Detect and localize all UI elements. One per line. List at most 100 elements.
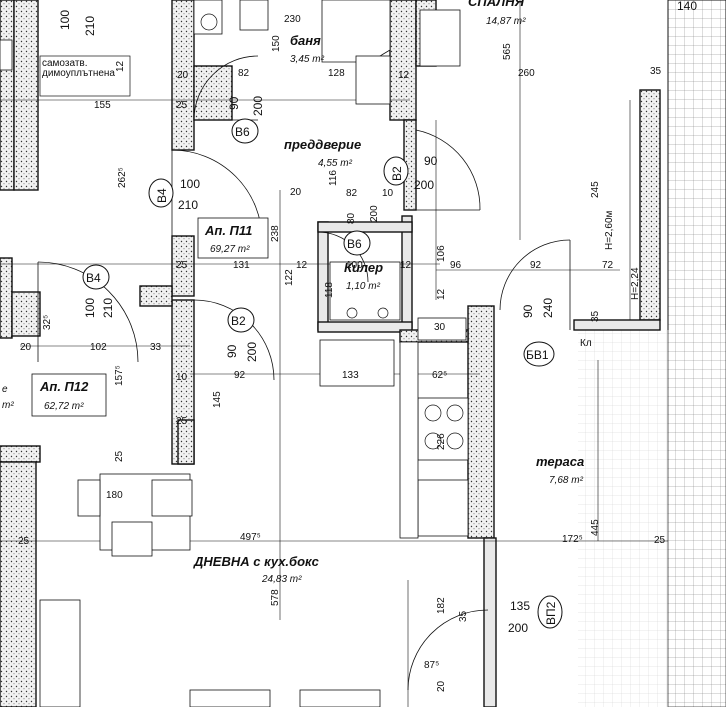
room-storage-area: 1,10 m²	[346, 281, 381, 292]
dim: 12	[398, 70, 410, 81]
bathtub	[321, 0, 391, 63]
dim: 210	[178, 198, 198, 212]
apt-p11-name: Ап. П11	[204, 223, 252, 238]
door-swing-p12	[37, 261, 139, 363]
dim: 200	[414, 178, 434, 192]
room-bedroom-area: 14,87 m²	[486, 16, 526, 27]
dim: 122	[284, 269, 295, 286]
dim: 210	[83, 16, 97, 36]
dim: 12	[400, 260, 412, 271]
roof-tiles	[578, 0, 726, 707]
room-living-name: ДНЕВНА с кух.бокс	[193, 554, 320, 569]
dim: 260	[518, 68, 535, 79]
room-bath-name: баня	[290, 33, 321, 48]
dim: 100	[83, 298, 97, 318]
dim: 157⁵	[114, 365, 125, 386]
kitchen-counter-top	[417, 317, 467, 341]
note-smoke-sealed: димоуплътнена	[42, 68, 115, 79]
room-storage-name: Килер	[344, 260, 383, 275]
tag-b2-hall: B2	[390, 166, 404, 181]
note-h260: H=2,60м	[604, 210, 615, 250]
dim: 118	[324, 282, 335, 298]
door-tags: B6 B6 B4 B4 B2 B2 БВ1 ВП2	[82, 118, 563, 629]
dim: 90	[424, 154, 438, 168]
dim: 238	[270, 225, 281, 242]
fridge	[417, 479, 469, 537]
dim: 72	[602, 260, 614, 271]
apt-p11-area: 69,27 m²	[210, 244, 250, 255]
dim: 106	[436, 245, 447, 262]
dim: 25	[176, 260, 188, 271]
tag-b4-low: B4	[86, 271, 101, 285]
dim: 135	[510, 599, 530, 613]
dim: 87⁵	[424, 660, 439, 671]
cut-room-label: е	[2, 384, 8, 395]
dim: 33	[150, 342, 162, 353]
dim: 133	[342, 370, 359, 381]
dim: 565	[502, 43, 513, 60]
dim: 200	[369, 205, 380, 222]
dim: 12	[296, 260, 308, 271]
washing-machine	[355, 55, 391, 105]
dim: 10	[382, 188, 394, 199]
door-swing-bedroom	[415, 129, 481, 211]
note-self-closing: самозатв.	[42, 58, 87, 69]
dim: 116	[328, 170, 339, 186]
tag-b2-low: B2	[231, 314, 246, 328]
door-swing-terrace	[499, 239, 571, 311]
dim: 20	[177, 70, 189, 81]
room-hall-name: преддверие	[284, 137, 361, 152]
room-hall-area: 4,55 m²	[318, 158, 353, 169]
dim: 180	[106, 490, 123, 501]
dim: 35	[590, 310, 601, 322]
room-terrace-name: тераса	[536, 454, 584, 469]
dim: 82	[238, 68, 250, 79]
dim: 12	[115, 60, 126, 72]
dim: 35	[458, 610, 469, 622]
dim: 25	[176, 100, 188, 111]
dim: 32⁵	[42, 315, 53, 330]
dim: 497⁵	[240, 532, 261, 543]
dim: 200	[251, 96, 265, 116]
dim: 10	[176, 372, 188, 383]
fixtures	[0, 0, 469, 707]
dim: 92	[530, 260, 542, 271]
dim: 128	[328, 68, 345, 79]
dim: 200	[508, 621, 528, 635]
dim: 131	[233, 260, 250, 271]
dim: 445	[590, 519, 601, 536]
dim: 240	[541, 298, 555, 318]
dim: 140	[677, 0, 697, 13]
dim: 172⁵	[562, 534, 583, 545]
dim: 90	[521, 304, 535, 318]
cut-room-area: m²	[2, 400, 14, 411]
dim: 96	[450, 260, 462, 271]
dim: 90	[227, 96, 241, 110]
room-living-area: 24,83 m²	[261, 574, 302, 585]
dim: 100	[346, 260, 363, 271]
dim: 92	[234, 370, 246, 381]
washbasin	[239, 0, 269, 31]
tag-b4-left: B4	[155, 188, 169, 203]
dim: 20	[20, 342, 32, 353]
room-bath-area: 3,45 m²	[290, 54, 325, 65]
tag-b6-top: B6	[235, 125, 250, 139]
room-labels: баня 3,45 m² преддверие 4,55 m² Килер 1,…	[2, 0, 584, 585]
dim: 150	[271, 35, 282, 52]
dim: 20	[290, 187, 302, 198]
dim: 100	[58, 10, 72, 30]
dim: 145	[212, 391, 223, 408]
boiler	[329, 261, 401, 321]
dim: 102	[90, 342, 107, 353]
dim: 155	[94, 100, 111, 111]
dim: 30	[434, 322, 446, 333]
dim: 82	[346, 188, 358, 199]
dim: 100	[180, 177, 200, 191]
dimensions: 140 100 210 230 150 12 20 82 128 12 565 …	[18, 0, 697, 692]
room-bedroom-name: СПАЛНЯ	[468, 0, 525, 9]
dim: 25	[114, 450, 125, 462]
apt-p12-area: 62,72 m²	[44, 401, 84, 412]
door-swing-vp2	[407, 609, 489, 691]
dim: 90	[225, 344, 239, 358]
